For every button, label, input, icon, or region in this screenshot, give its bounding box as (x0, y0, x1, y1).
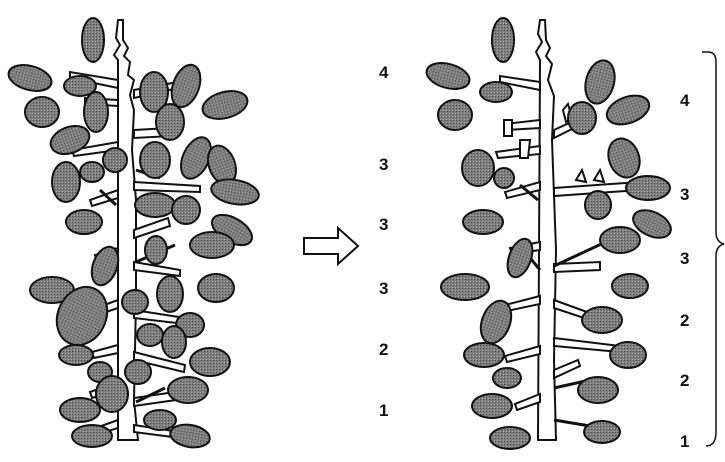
right-label-4: 2 (680, 312, 689, 329)
right-arrow-icon (304, 228, 358, 264)
right-label-5: 2 (680, 372, 689, 389)
right-label-6: 1 (680, 433, 689, 450)
plant-after (424, 18, 676, 449)
center-label-2: 3 (379, 156, 388, 173)
curly-brace-icon (702, 52, 724, 446)
right-label-2: 3 (680, 186, 689, 203)
center-label-5: 2 (379, 341, 388, 358)
center-label-4: 3 (379, 280, 388, 297)
center-label-1: 4 (379, 64, 388, 81)
center-label-3: 3 (379, 216, 388, 233)
center-label-6: 1 (379, 402, 388, 419)
plant-before (6, 18, 261, 450)
right-label-1: 4 (680, 92, 689, 109)
right-label-3: 3 (680, 250, 689, 267)
